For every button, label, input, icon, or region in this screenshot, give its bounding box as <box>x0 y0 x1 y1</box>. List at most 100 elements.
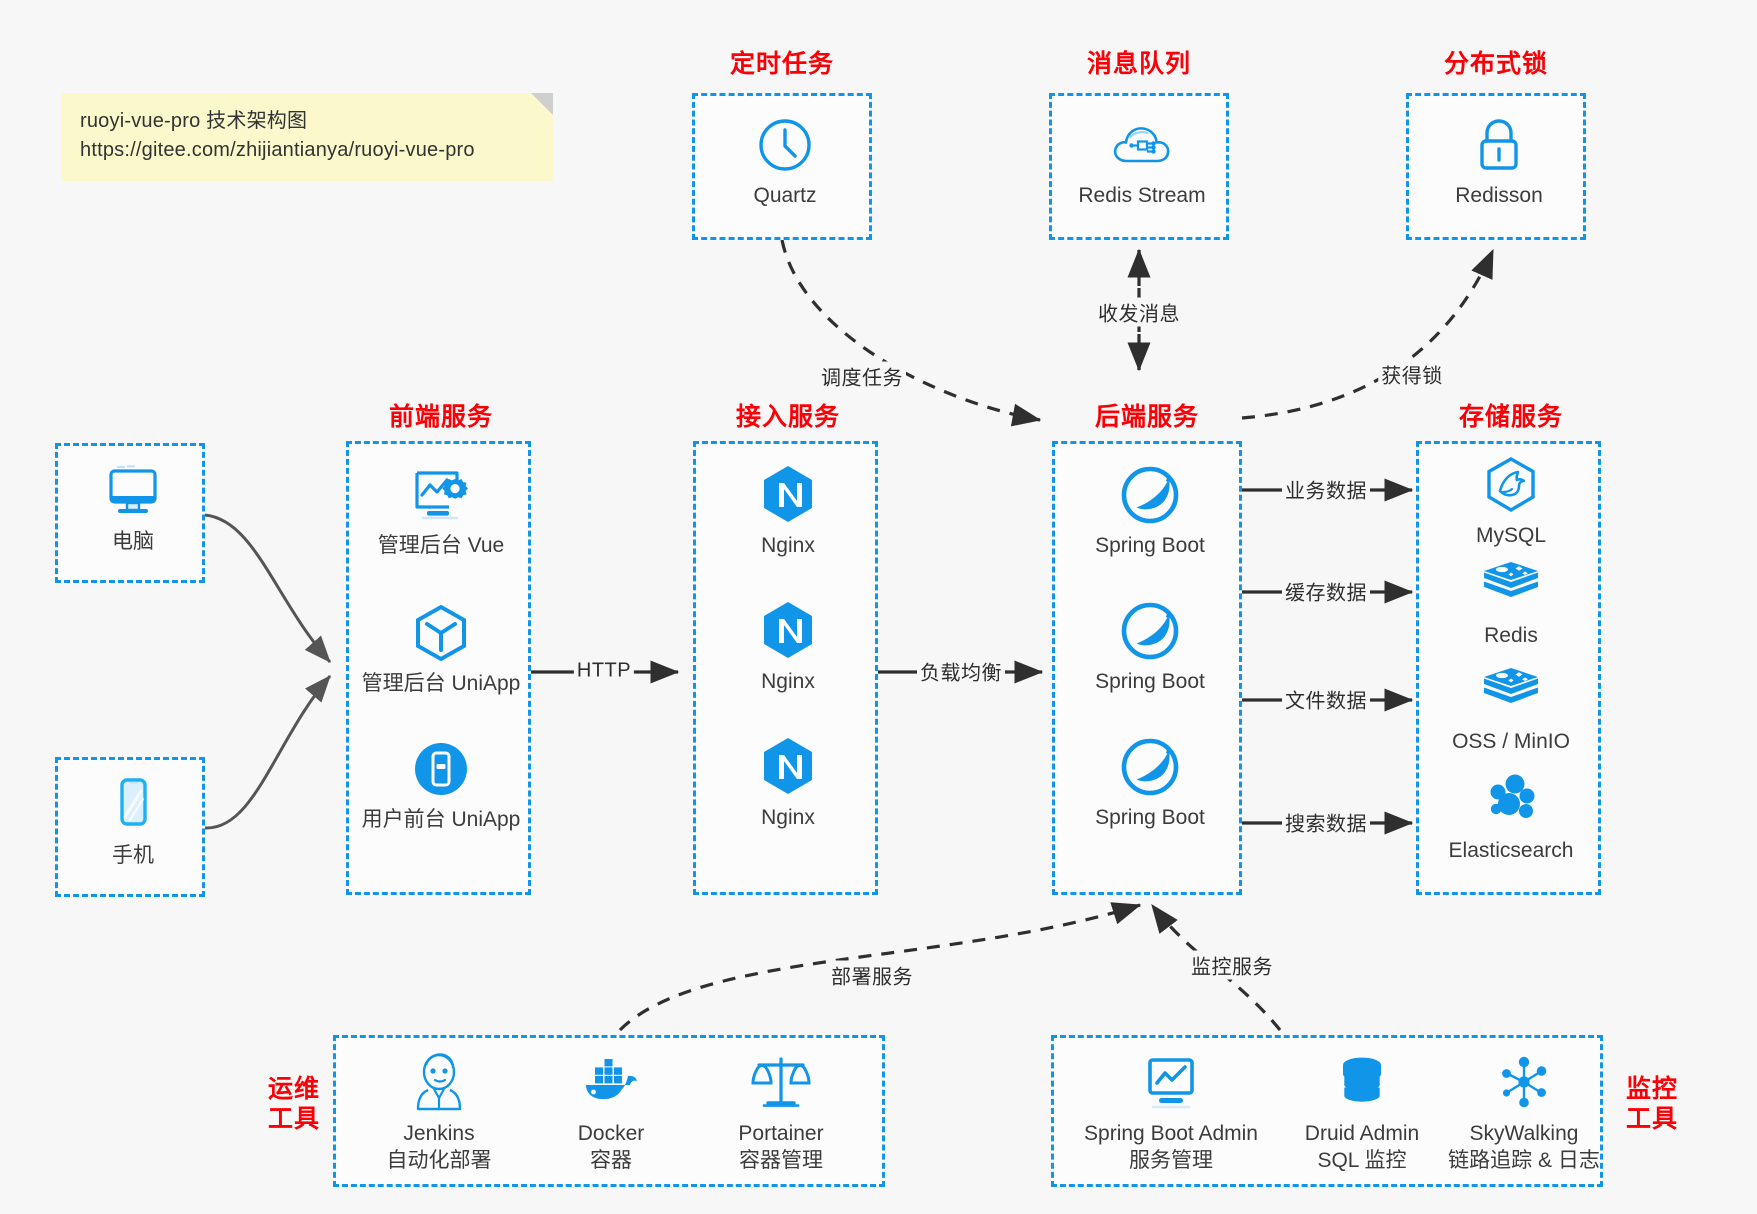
dashboard-gear-icon <box>356 464 526 526</box>
node-oss-minio[interactable]: OSS / MinIO <box>1426 660 1596 755</box>
node-label: Docker <box>577 1122 645 1145</box>
spring-boot-icon <box>1065 600 1235 662</box>
group-title-lock: 分布式锁 <box>1443 50 1548 78</box>
node-label: Nginx <box>761 806 815 829</box>
node-sublabel: 自动化部署 <box>386 1149 492 1173</box>
node-label: 手机 <box>112 844 154 867</box>
edge-label-messaging: 收发消息 <box>1095 297 1183 327</box>
group-title-gateway: 接入服务 <box>735 403 840 431</box>
nginx-icon <box>703 736 873 798</box>
node-sublabel: 容器 <box>590 1149 632 1173</box>
node-druid-admin[interactable]: Druid Admin SQL 监控 <box>1277 1052 1447 1175</box>
edge-label-schedule: 调度任务 <box>818 361 906 391</box>
node-nginx-1[interactable]: Nginx <box>703 464 873 559</box>
node-admin-vue[interactable]: 管理后台 Vue <box>356 464 526 559</box>
group-client-pc: 电脑 <box>55 443 205 583</box>
group-title-devops-line2: 工具 <box>267 1104 320 1133</box>
node-quartz[interactable]: Quartz <box>700 114 870 209</box>
group-backend: Spring Boot Spring Boot Spring Boot <box>1052 441 1242 895</box>
node-jenkins[interactable]: Jenkins 自动化部署 <box>354 1052 524 1175</box>
diagram-note: ruoyi-vue-pro 技术架构图 https://gitee.com/zh… <box>62 93 553 181</box>
node-user-uniapp[interactable]: 用户前台 UniApp <box>356 738 526 833</box>
node-label: 用户前台 UniApp <box>361 808 521 831</box>
group-title-devops: 运维 工具 <box>258 1075 330 1134</box>
cube-icon <box>356 602 526 664</box>
node-label: 电脑 <box>112 530 154 553</box>
node-portainer[interactable]: Portainer 容器管理 <box>696 1052 866 1175</box>
node-label: Redis <box>1484 624 1538 647</box>
node-label: Spring Boot <box>1095 670 1205 693</box>
mobile-app-icon <box>356 738 526 800</box>
padlock-icon <box>1414 114 1584 176</box>
group-title-mq: 消息队列 <box>1086 50 1191 78</box>
node-redis[interactable]: Redis <box>1426 554 1596 649</box>
group-title-monitor: 监控 工具 <box>1616 1075 1688 1134</box>
group-title-monitor-line1: 监控 <box>1625 1075 1678 1103</box>
node-redis-stream[interactable]: Redis Stream <box>1057 114 1227 209</box>
group-title-monitor-line2: 工具 <box>1625 1104 1678 1133</box>
docker-icon <box>526 1052 696 1114</box>
edge-label-deploy: 部署服务 <box>828 960 916 990</box>
group-title-scheduler: 定时任务 <box>729 50 834 78</box>
note-fold-corner <box>531 93 553 115</box>
node-spring-boot-admin[interactable]: Spring Boot Admin 服务管理 <box>1076 1052 1266 1175</box>
cloud-network-icon <box>1057 114 1227 176</box>
edge-label-monitoring: 监控服务 <box>1188 950 1276 980</box>
node-label: Nginx <box>761 534 815 557</box>
group-gateway: Nginx Nginx Nginx <box>693 441 878 895</box>
clock-icon <box>700 114 870 176</box>
edge-label-http: HTTP <box>573 659 635 683</box>
node-skywalking[interactable]: SkyWalking 链路追踪 & 日志 <box>1429 1052 1619 1175</box>
monitor-chart-icon <box>1076 1052 1266 1114</box>
node-nginx-2[interactable]: Nginx <box>703 600 873 695</box>
node-springboot-2[interactable]: Spring Boot <box>1065 600 1235 695</box>
smartphone-icon <box>48 774 218 836</box>
group-storage: MySQL Redis <box>1416 441 1601 895</box>
node-label: Spring Boot Admin <box>1084 1122 1258 1145</box>
node-label: SkyWalking <box>1469 1122 1579 1145</box>
redis-icon <box>1426 660 1596 722</box>
node-admin-uniapp[interactable]: 管理后台 UniApp <box>356 602 526 697</box>
nginx-icon <box>703 464 873 526</box>
node-label: 管理后台 UniApp <box>361 672 521 695</box>
node-sublabel: SQL 监控 <box>1317 1149 1407 1173</box>
group-title-frontend: 前端服务 <box>388 403 493 431</box>
edge-label-biz-data: 业务数据 <box>1282 474 1370 504</box>
note-url: https://gitee.com/zhijiantianya/ruoyi-vu… <box>80 139 475 161</box>
node-label: OSS / MinIO <box>1452 730 1570 753</box>
node-mysql[interactable]: MySQL <box>1426 454 1596 549</box>
node-label: 管理后台 Vue <box>377 534 505 557</box>
edge-label-lb: 负载均衡 <box>917 656 1005 686</box>
group-client-mobile: 手机 <box>55 757 205 897</box>
redis-icon <box>1426 554 1596 616</box>
group-lock: Redisson <box>1406 93 1586 240</box>
skywalking-icon <box>1429 1052 1619 1114</box>
node-computer[interactable]: 电脑 <box>48 460 218 555</box>
node-docker[interactable]: Docker 容器 <box>526 1052 696 1175</box>
edge-label-search-data: 搜索数据 <box>1282 807 1370 837</box>
group-scheduler: Quartz <box>692 93 872 240</box>
node-springboot-1[interactable]: Spring Boot <box>1065 464 1235 559</box>
node-springboot-3[interactable]: Spring Boot <box>1065 736 1235 831</box>
node-label: Spring Boot <box>1095 534 1205 557</box>
node-nginx-3[interactable]: Nginx <box>703 736 873 831</box>
database-icon <box>1277 1052 1447 1114</box>
node-label: MySQL <box>1475 524 1546 547</box>
node-label: Nginx <box>761 670 815 693</box>
node-elasticsearch[interactable]: Elasticsearch <box>1426 769 1596 864</box>
jenkins-icon <box>354 1052 524 1114</box>
node-label: Druid Admin <box>1304 1122 1420 1145</box>
edge-label-file-data: 文件数据 <box>1282 684 1370 714</box>
edge-label-cache-data: 缓存数据 <box>1282 576 1370 606</box>
spring-boot-icon <box>1065 736 1235 798</box>
group-title-backend: 后端服务 <box>1094 403 1199 431</box>
mysql-icon <box>1426 454 1596 516</box>
node-sublabel: 服务管理 <box>1129 1149 1213 1173</box>
group-title-devops-line1: 运维 <box>267 1075 320 1103</box>
scales-icon <box>696 1052 866 1114</box>
node-mobile[interactable]: 手机 <box>48 774 218 869</box>
node-label: Portainer <box>738 1122 824 1145</box>
node-sublabel: 链路追踪 & 日志 <box>1448 1149 1600 1173</box>
node-redisson[interactable]: Redisson <box>1414 114 1584 209</box>
